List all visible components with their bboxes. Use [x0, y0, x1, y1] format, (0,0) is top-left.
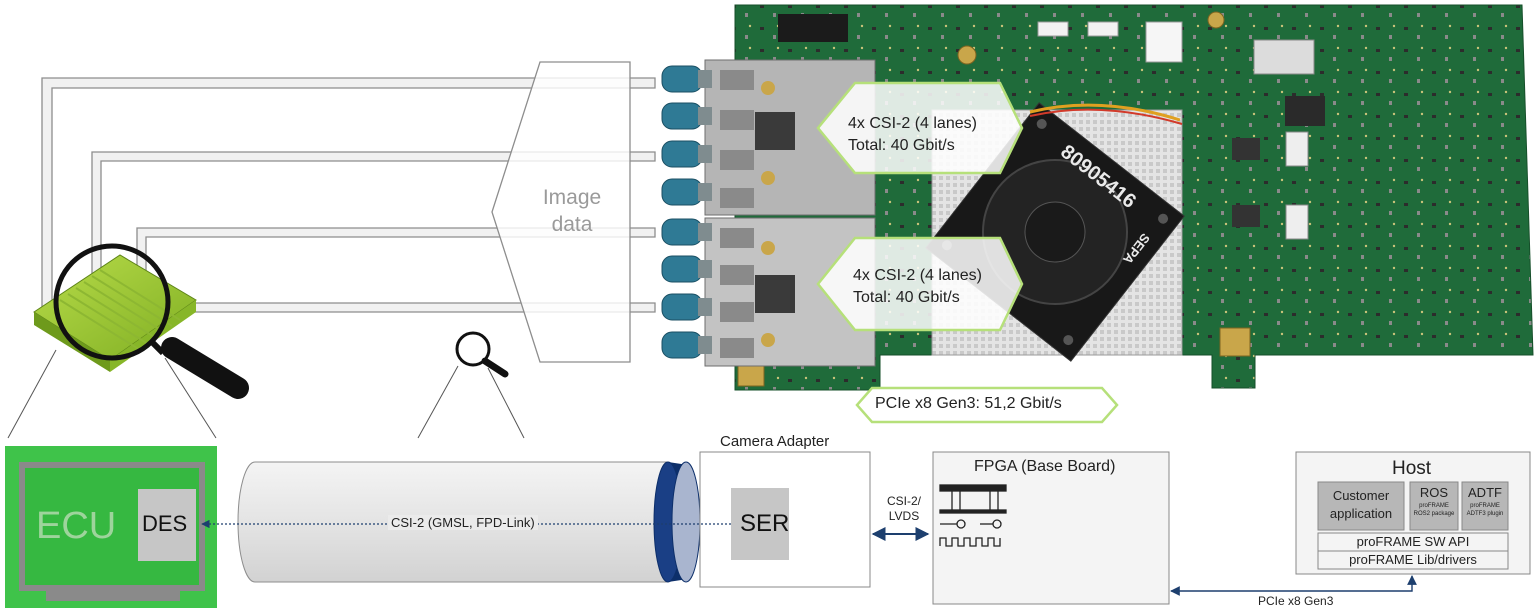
- sw-api-label: proFRAME SW API: [1356, 534, 1470, 549]
- ecu-label: ECU: [36, 505, 117, 547]
- power-connector: [1145, 21, 1183, 63]
- callout-top: [816, 81, 1024, 175]
- adtf-label: ADTF proFRAME ADTF3 plugin: [1462, 484, 1508, 518]
- host-box: [1295, 451, 1531, 575]
- camera-adapter-title: Camera Adapter: [720, 433, 830, 450]
- pcie-callout: [855, 386, 1119, 424]
- csi2-lvds-label: CSI-2/ LVDS: [882, 494, 926, 524]
- callout-top-line2: Total: 40 Gbit/s: [848, 137, 955, 154]
- pcie-callout-text: PCIe x8 Gen3: 51,2 Gbit/s: [875, 395, 1062, 412]
- fakra-connector: [661, 178, 712, 206]
- ros-sub2: ROS2 package: [1413, 511, 1455, 517]
- image-data-line1: Image: [542, 186, 602, 209]
- fakra-connector: [661, 331, 712, 359]
- callout-bottom-text: 4x CSI-2 (4 lanes) Total: 40 Gbit/s: [853, 265, 982, 309]
- fpga-icon: [939, 484, 1007, 547]
- ros-sub1: proFRAME: [1419, 503, 1449, 509]
- fakra-connector: [661, 255, 712, 283]
- fakra-connector: [661, 65, 712, 93]
- adtf-sub2: ADTF3 plugin: [1466, 511, 1504, 517]
- customer-app-label: Customer application: [1318, 487, 1404, 523]
- host-title: Host: [1392, 458, 1432, 479]
- lib-drivers-label: proFRAME Lib/drivers: [1349, 552, 1477, 567]
- csi2-lvds-line2: LVDS: [888, 509, 920, 523]
- fakra-connector: [661, 293, 712, 321]
- zoom-lines: [7, 349, 525, 439]
- customer-app-line1: Customer: [1332, 488, 1390, 503]
- image-data-line2: data: [551, 213, 593, 236]
- callout-bottom: [816, 236, 1024, 332]
- callout-top-text: 4x CSI-2 (4 lanes) Total: 40 Gbit/s: [848, 113, 977, 157]
- fpga-title: FPGA (Base Board): [974, 458, 1116, 475]
- callout-bottom-line1: 4x CSI-2 (4 lanes): [853, 267, 982, 284]
- adtf-title: ADTF: [1468, 485, 1502, 500]
- fakra-connector: [661, 140, 712, 168]
- cable-label: CSI-2 (GMSL, FPD-Link): [388, 515, 538, 530]
- des-chip: [138, 489, 196, 561]
- adtf-sub1: proFRAME: [1470, 503, 1500, 509]
- ecu-block: [5, 446, 217, 608]
- pcie-link-label: PCIe x8 Gen3: [1258, 594, 1334, 608]
- callout-top-line1: 4x CSI-2 (4 lanes): [848, 115, 977, 132]
- fakra-connector: [661, 102, 712, 130]
- ser-chip: [731, 488, 789, 560]
- fakra-connector: [661, 218, 712, 246]
- small-magnifier-icon: [455, 331, 509, 378]
- pcie-link: [1170, 575, 1417, 596]
- pin-header: [778, 14, 848, 42]
- fakra-connectors: [661, 65, 712, 359]
- ser-label: SER: [740, 510, 790, 537]
- image-data-arrow: [491, 61, 631, 363]
- csi2-lvds-line1: CSI-2/: [886, 494, 921, 508]
- customer-app-line2: application: [1329, 506, 1393, 521]
- fpga-box: [932, 451, 1170, 605]
- des-label: DES: [142, 511, 188, 536]
- image-data-label: Image data: [522, 184, 622, 238]
- ros-title: ROS: [1419, 485, 1449, 500]
- callout-bottom-line2: Total: 40 Gbit/s: [853, 289, 960, 306]
- ros-label: ROS proFRAME ROS2 package: [1410, 484, 1458, 518]
- magnifier-icon: [53, 243, 249, 399]
